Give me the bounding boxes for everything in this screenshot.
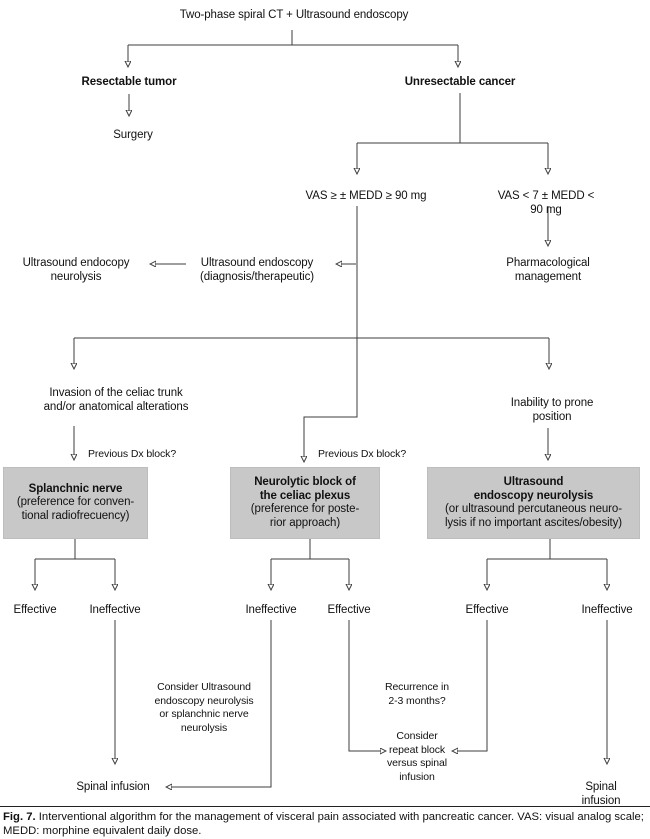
outcome-effective-3: Effective — [465, 604, 509, 616]
box-ultrasound-body: (or ultrasound percutaneous neuro- lysis… — [444, 503, 623, 529]
caption-text: Interventional algorithm for the managem… — [3, 811, 644, 837]
outcome-effective-2: Effective — [327, 604, 371, 616]
box-splanchnic-body: (preference for conven- tional radiofrec… — [16, 496, 135, 522]
node-ultrasound-endoscopy-diagnosis: Ultrasound endoscopy (diagnosis/therapeu… — [199, 257, 315, 283]
node-spinal-infusion-left: Spinal infusion — [76, 781, 150, 793]
box-neurolytic-title: Neurolytic block of the celiac plexus — [254, 476, 356, 502]
box-ultrasound-neurolysis: Ultrasound endoscopy neurolysis (or ultr… — [427, 467, 640, 539]
annotation-consider-ultrasound: Consider Ultrasound endoscopy neurolysis… — [154, 681, 254, 734]
node-surgery: Surgery — [113, 129, 153, 141]
node-vas-high: VAS ≥ ± MEDD ≥ 90 mg — [305, 190, 427, 202]
node-vas-low: VAS < 7 ± MEDD < 90 mg — [497, 190, 595, 216]
box-neurolytic-body: (preference for poste- rior approach) — [250, 503, 360, 529]
figure-caption: Fig. 7. Interventional algorithm for the… — [0, 806, 650, 838]
edge-effective3-to-repeat — [457, 620, 488, 751]
node-pharmacological-management: Pharmacological management — [506, 257, 590, 283]
annotation-recurrence: Recurrence in 2-3 months? — [384, 681, 450, 707]
outcome-ineffective-1: Ineffective — [89, 604, 141, 616]
box-ultrasound-title: Ultrasound endoscopy neurolysis — [473, 476, 594, 502]
edge-main-stem-to-neurolytic-box — [304, 206, 358, 457]
label-previous-dx-block-left: Previous Dx block? — [88, 448, 177, 460]
annotation-consider-repeat-block: Consider repeat block versus spinal infu… — [387, 730, 447, 783]
outcome-effective-1: Effective — [13, 604, 57, 616]
node-inability-prone-position: Inability to prone position — [510, 397, 594, 423]
outcome-ineffective-3: Ineffective — [581, 604, 633, 616]
box-neurolytic-block: Neurolytic block of the celiac plexus (p… — [230, 467, 380, 539]
box-splanchnic-nerve: Splanchnic nerve (preference for conven-… — [3, 467, 148, 539]
node-root: Two-phase spiral CT + Ultrasound endosco… — [179, 9, 409, 21]
label-previous-dx-block-mid: Previous Dx block? — [318, 448, 407, 460]
outcome-ineffective-2: Ineffective — [245, 604, 297, 616]
node-resectable-tumor: Resectable tumor — [81, 76, 177, 88]
edge-ineffective2-to-spinal — [171, 620, 272, 787]
node-unresectable-cancer: Unresectable cancer — [404, 76, 516, 88]
node-invasion-celiac-trunk: Invasion of the celiac trunk and/or anat… — [43, 387, 189, 413]
box-splanchnic-title: Splanchnic nerve — [28, 482, 123, 495]
edge-effective2-to-repeat — [348, 620, 381, 751]
node-spinal-infusion-right: Spinal infusion — [581, 781, 621, 807]
node-ultrasound-endocopy-neurolysis: Ultrasound endocopy neurolysis — [22, 257, 130, 283]
caption-label: Fig. 7. — [3, 811, 36, 823]
